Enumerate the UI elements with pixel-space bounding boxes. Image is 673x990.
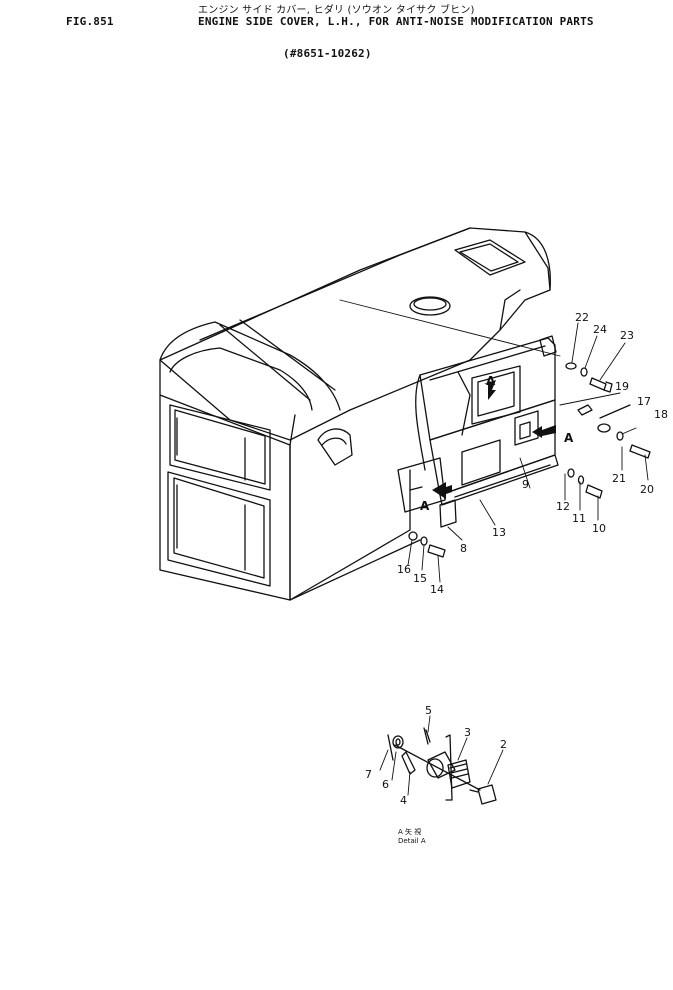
callout-11: 11 [572, 512, 586, 525]
view-marker-a-upper: A [486, 374, 496, 388]
figure-number: FIG.851 [66, 15, 114, 28]
callout-2: 2 [500, 738, 507, 751]
view-marker-a-right: A [564, 431, 574, 445]
callout-15: 15 [413, 572, 427, 585]
fasteners-lower-left [408, 531, 446, 558]
engine-hood [159, 227, 559, 601]
callout-16: 16 [397, 563, 411, 576]
serial-range: (#8651-10262) [283, 47, 372, 60]
callout-19: 19 [615, 380, 629, 393]
fasteners-lower-right [567, 468, 603, 499]
callout-6: 6 [382, 778, 389, 791]
callout-18: 18 [654, 408, 668, 421]
detail-caption: Detail A [398, 837, 426, 845]
detail-a-assembly [387, 727, 497, 805]
fasteners-upper [565, 362, 651, 459]
callout-5: 5 [425, 704, 432, 717]
figure-title-japanese: エンジン サイド カバー, ヒダリ (ソウオン タイサク ブヒン) [198, 5, 475, 16]
callout-14: 14 [430, 583, 444, 596]
callout-9: 9 [522, 478, 529, 491]
view-arrows [432, 380, 556, 499]
callout-13: 13 [492, 526, 506, 539]
callout-7: 7 [365, 768, 372, 781]
detail-leader-lines [379, 715, 504, 796]
callout-10: 10 [592, 522, 606, 535]
callout-20: 20 [640, 483, 654, 496]
callout-4: 4 [400, 794, 407, 807]
figure-title: ENGINE SIDE COVER, L.H., FOR ANTI-NOISE … [198, 15, 594, 28]
callout-23: 23 [620, 329, 634, 342]
leader-lines [339, 299, 649, 583]
callout-24: 24 [593, 323, 607, 336]
callout-3: 3 [464, 726, 471, 739]
callout-22: 22 [575, 311, 589, 324]
view-marker-a-lower: A [420, 499, 430, 513]
callout-8: 8 [460, 542, 467, 555]
detail-caption-japanese: A 矢 視 [398, 828, 422, 836]
callout-12: 12 [556, 500, 570, 513]
callout-17: 17 [637, 395, 651, 408]
callout-21: 21 [612, 472, 626, 485]
